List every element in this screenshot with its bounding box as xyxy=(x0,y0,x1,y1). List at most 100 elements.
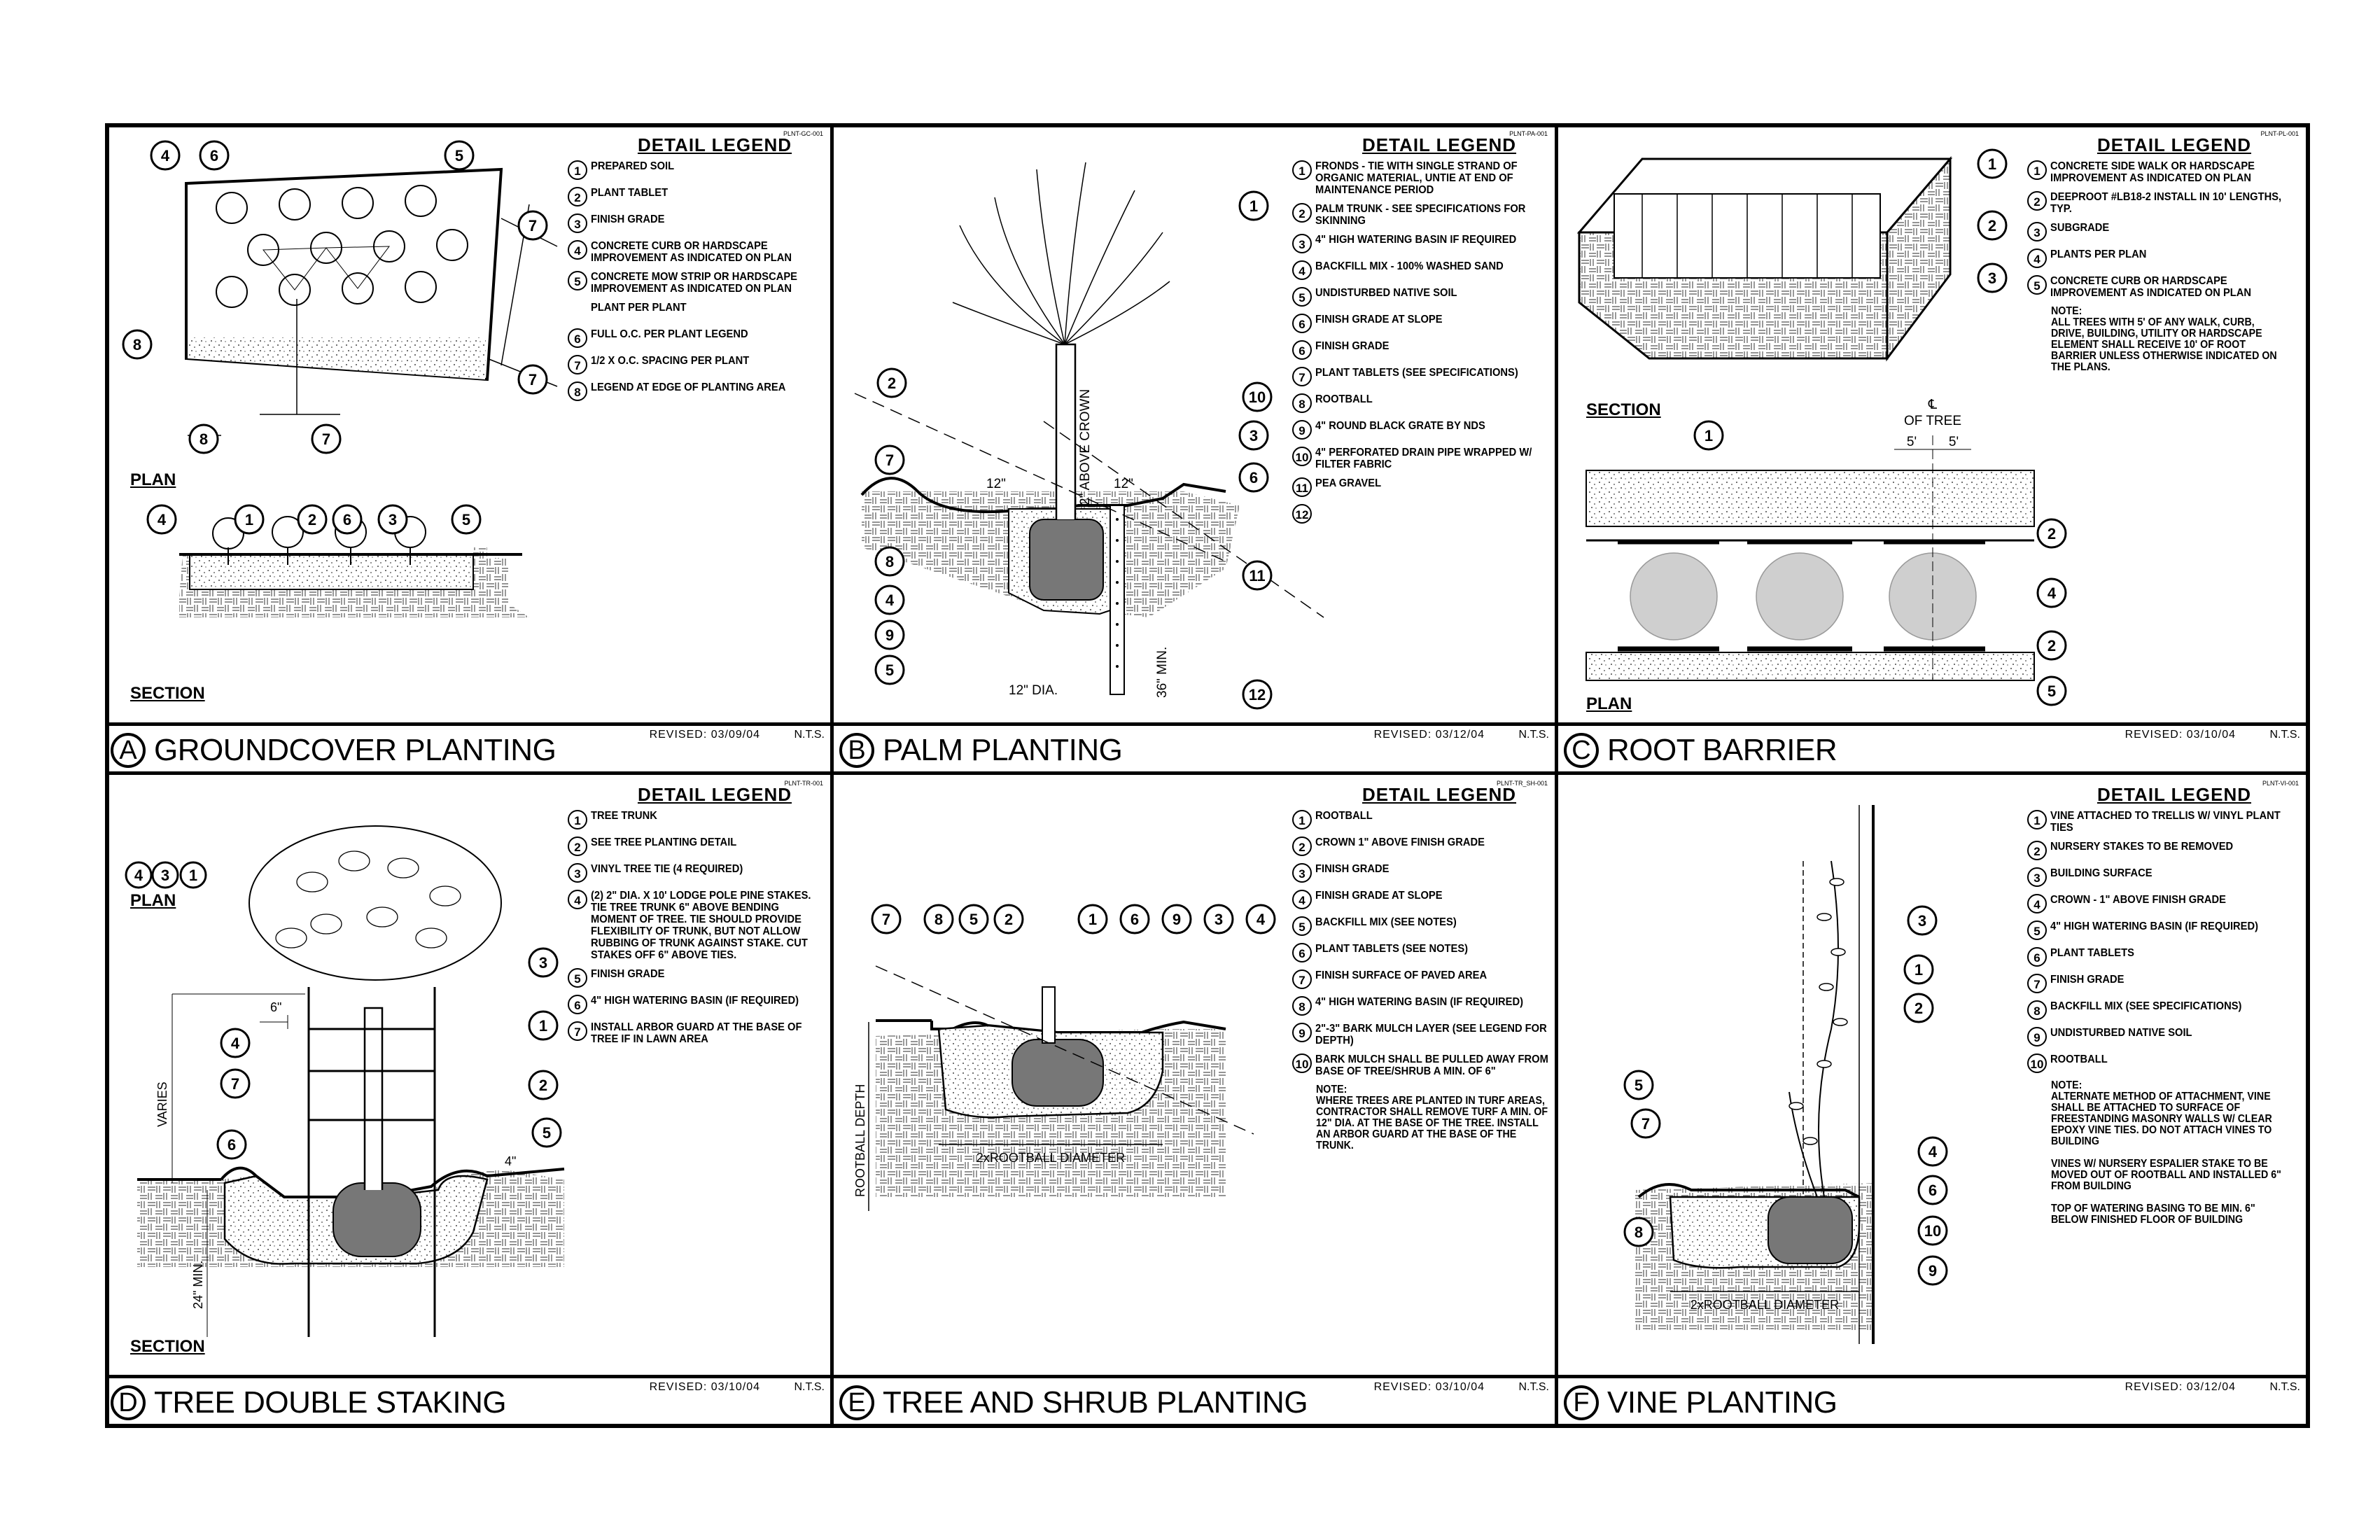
svg-text:OF TREE: OF TREE xyxy=(1904,414,1961,428)
legend-number: 2 xyxy=(568,187,587,206)
vine-dims: 2xROOTBALL DIAMETER xyxy=(1690,1298,1839,1312)
panel-divider xyxy=(1555,123,1558,1428)
legend-text: INSTALL ARBOR GUARD AT THE BASE OF TREE … xyxy=(591,1021,802,1045)
legend-number: 6 xyxy=(2027,947,2047,967)
legend-title: DETAIL LEGEND xyxy=(1362,134,1517,155)
detail-letter: A xyxy=(111,733,146,768)
svg-text:5: 5 xyxy=(1634,1077,1643,1094)
sheet-code: PLNT-TR-001 xyxy=(784,780,823,787)
palm-fronds xyxy=(952,162,1170,345)
legend-number: 4 xyxy=(1292,890,1312,909)
svg-text:8: 8 xyxy=(886,553,894,570)
svg-text:ROOTBALL DEPTH: ROOTBALL DEPTH xyxy=(853,1084,867,1197)
legend-number: 2 xyxy=(1292,203,1312,223)
svg-text:5: 5 xyxy=(462,511,470,528)
svg-text:12: 12 xyxy=(1249,686,1266,704)
legend-number: 5 xyxy=(1292,287,1312,307)
legend-number: 7 xyxy=(568,355,587,374)
svg-text:6: 6 xyxy=(210,147,218,164)
svg-text:℄: ℄ xyxy=(1928,398,1938,412)
tree-shrub-dims: 2xROOTBALL DIAMETER ROOTBALL DEPTH xyxy=(853,1084,1125,1197)
plant-symbols xyxy=(216,185,468,308)
svg-text:1: 1 xyxy=(1704,427,1713,444)
svg-text:5: 5 xyxy=(542,1124,551,1142)
legend-text: 4" PERFORATED DRAIN PIPE WRAPPED W/ FILT… xyxy=(1315,447,1532,470)
svg-text:7: 7 xyxy=(528,217,537,234)
svg-text:8: 8 xyxy=(133,336,141,354)
detail-title: ROOT BARRIER xyxy=(1607,733,1837,767)
revised-date: REVISED: 03/12/04 xyxy=(2124,1381,2236,1393)
section-label: SECTION xyxy=(130,684,205,703)
detail-title: GROUNDCOVER PLANTING xyxy=(154,733,556,767)
panel-root-barrier: ℄ OF TREE 5' 5' 1 2 3 1 2 4 2 5 SECTION … xyxy=(1558,127,2306,722)
detail-title: VINE PLANTING xyxy=(1607,1385,1837,1420)
tree-shrub-drawing: 2xROOTBALL DIAMETER ROOTBALL DEPTH 7 8 5… xyxy=(853,904,1276,1211)
legend-text: PLANT TABLETS xyxy=(2050,947,2134,959)
scale-note: N.T.S. xyxy=(794,1381,825,1393)
section-label: SECTION xyxy=(130,1337,205,1356)
svg-text:12": 12" xyxy=(1114,477,1133,491)
groundcover-drawing: 4 6 5 7 7 8 8 7 4 1 2 6 3 5 xyxy=(122,140,558,617)
legend-text: BACKFILL MIX (SEE NOTES) xyxy=(1315,916,1457,928)
legend-text: (2) 2" DIA. x 10' LODGE POLE PINE STAKES… xyxy=(591,890,811,961)
legend-text: FINISH GRADE xyxy=(591,968,665,980)
legend-text: 4" ROUND BLACK GRATE BY NDS xyxy=(1315,420,1485,432)
svg-text:6: 6 xyxy=(1928,1182,1937,1199)
panel-vine-planting: 2xROOTBALL DIAMETER 3 1 2 5 7 4 6 8 10 9… xyxy=(1558,777,2306,1372)
legend-number: 4 xyxy=(2027,248,2047,268)
svg-text:12" DIA.: 12" DIA. xyxy=(1009,683,1058,698)
legend-text: FINISH GRADE xyxy=(2050,974,2124,986)
legend-number: 3 xyxy=(2027,222,2047,241)
svg-text:5': 5' xyxy=(1949,435,1959,449)
svg-text:9: 9 xyxy=(886,626,894,644)
panel-f-callouts: 3 1 2 5 7 4 6 8 10 9 xyxy=(1623,905,1948,1286)
svg-text:5: 5 xyxy=(455,147,463,164)
title-bar-b: B PALM PLANTING REVISED: 03/12/04 N.T.S. xyxy=(834,722,1555,771)
scale-note: N.T.S. xyxy=(794,729,825,741)
svg-text:7: 7 xyxy=(1642,1115,1650,1133)
section-label: SECTION xyxy=(1586,400,1661,419)
svg-text:10: 10 xyxy=(1924,1222,1941,1240)
legend-number: 7 xyxy=(2027,974,2047,993)
legend-title: DETAIL LEGEND xyxy=(2096,784,2252,805)
svg-text:7: 7 xyxy=(882,911,890,928)
legend-number: 9 xyxy=(1292,1023,1312,1042)
svg-text:5: 5 xyxy=(969,911,978,928)
legend-note: NOTE: WHERE TREES ARE PLANTED IN TURF AR… xyxy=(1316,1084,1548,1152)
svg-text:5': 5' xyxy=(1907,435,1917,449)
title-bar-a: A GROUNDCOVER PLANTING REVISED: 03/09/04… xyxy=(105,722,830,771)
root-barrier-dims: ℄ OF TREE 5' 5' xyxy=(1904,398,1961,449)
legend-text: PLANTS PER PLAN xyxy=(2050,248,2147,260)
root-barrier-drawing: ℄ OF TREE 5' 5' 1 2 3 1 2 4 2 5 xyxy=(1576,148,2067,706)
legend-note: NOTE: ALL TREES WITH 5' OF ANY WALK, CUR… xyxy=(2051,305,2277,373)
svg-text:6: 6 xyxy=(343,511,351,528)
plan-label: PLAN xyxy=(130,891,176,910)
scale-note: N.T.S. xyxy=(1518,729,1549,741)
revised-date: REVISED: 03/10/04 xyxy=(2124,729,2236,741)
svg-text:2: 2 xyxy=(2047,637,2056,654)
svg-text:6: 6 xyxy=(1250,469,1258,486)
legend-title: DETAIL LEGEND xyxy=(637,134,792,155)
svg-text:2: 2 xyxy=(1004,911,1013,928)
